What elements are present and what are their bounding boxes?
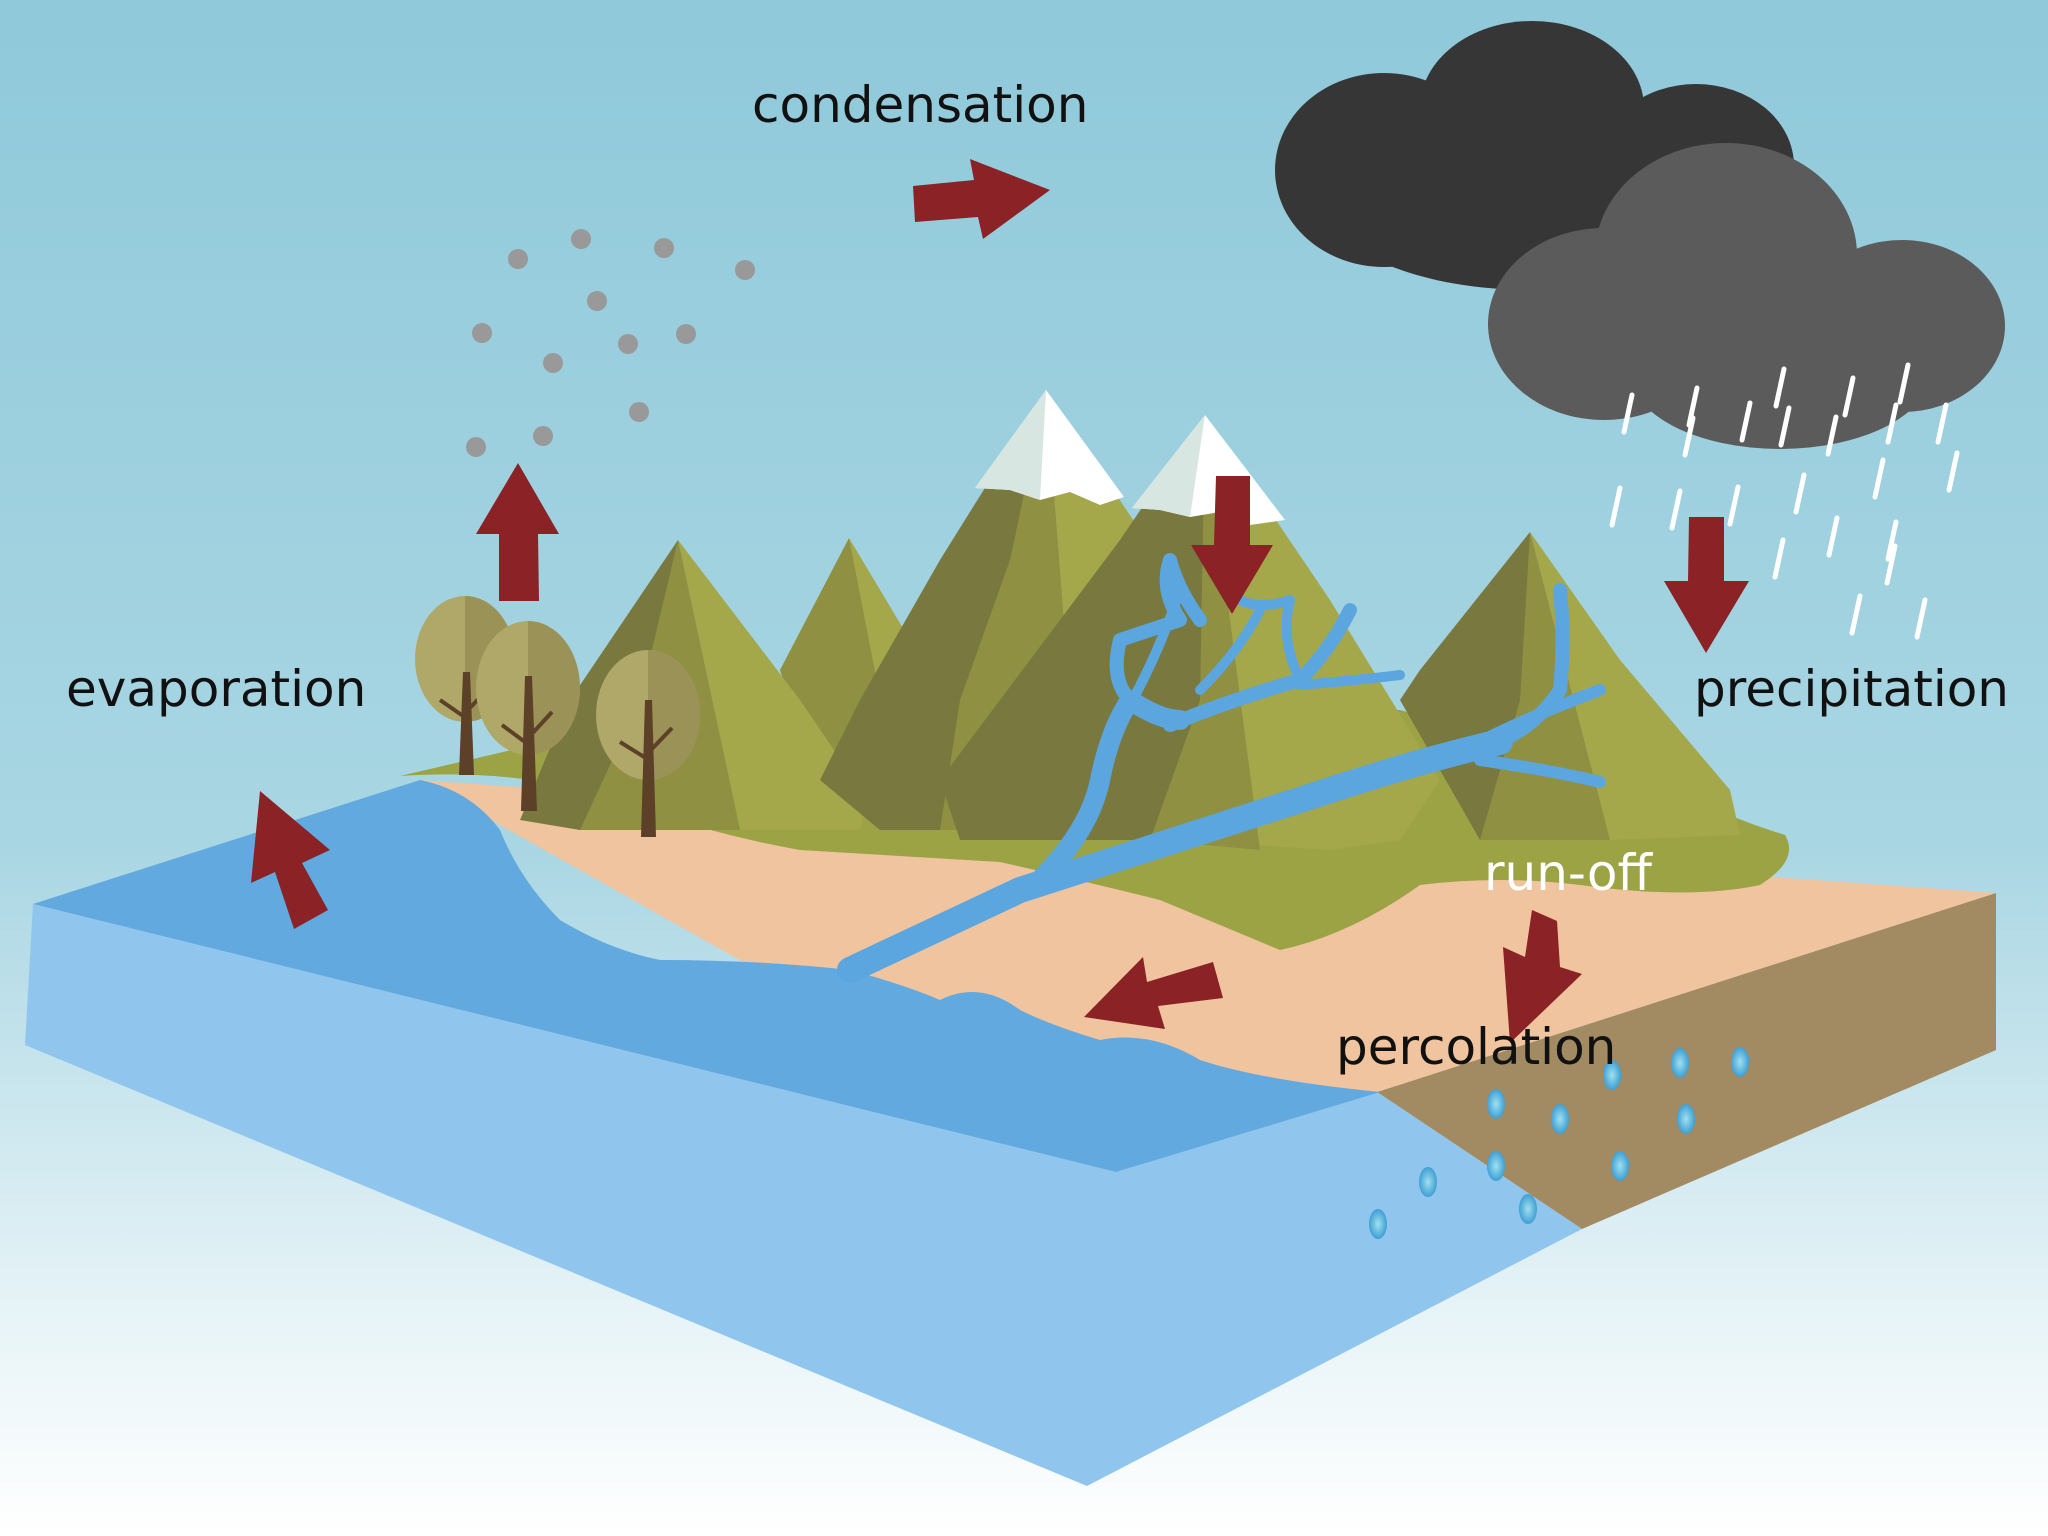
water-side: [25, 904, 1582, 1486]
river: [837, 553, 1606, 983]
storm-cloud-front: [1488, 143, 2005, 449]
precipitation-arrow-cloud: [1664, 517, 1749, 653]
condensation-arrow: [913, 159, 1050, 239]
precipitation-arrow-mountain: [1191, 476, 1273, 614]
percolation-arrow: [1503, 910, 1582, 1043]
label-condensation: condensation: [752, 76, 1089, 134]
runoff-arrow: [1084, 957, 1223, 1029]
evaporation-arrow-water: [251, 791, 330, 929]
evaporation-arrow-up: [476, 463, 559, 601]
tree-3: [596, 650, 700, 837]
label-percolation: percolation: [1336, 1018, 1617, 1076]
label-precipitation: precipitation: [1694, 660, 2009, 718]
label-evaporation: evaporation: [66, 660, 367, 718]
tree-2: [476, 621, 580, 811]
percolation-drops: [1369, 1047, 1749, 1239]
trees: [415, 596, 700, 837]
vapor-dots: [466, 229, 755, 457]
water-surface: [33, 780, 1380, 1172]
cycle-arrows: [251, 159, 1749, 1043]
label-run-off: run-off: [1484, 844, 1652, 902]
